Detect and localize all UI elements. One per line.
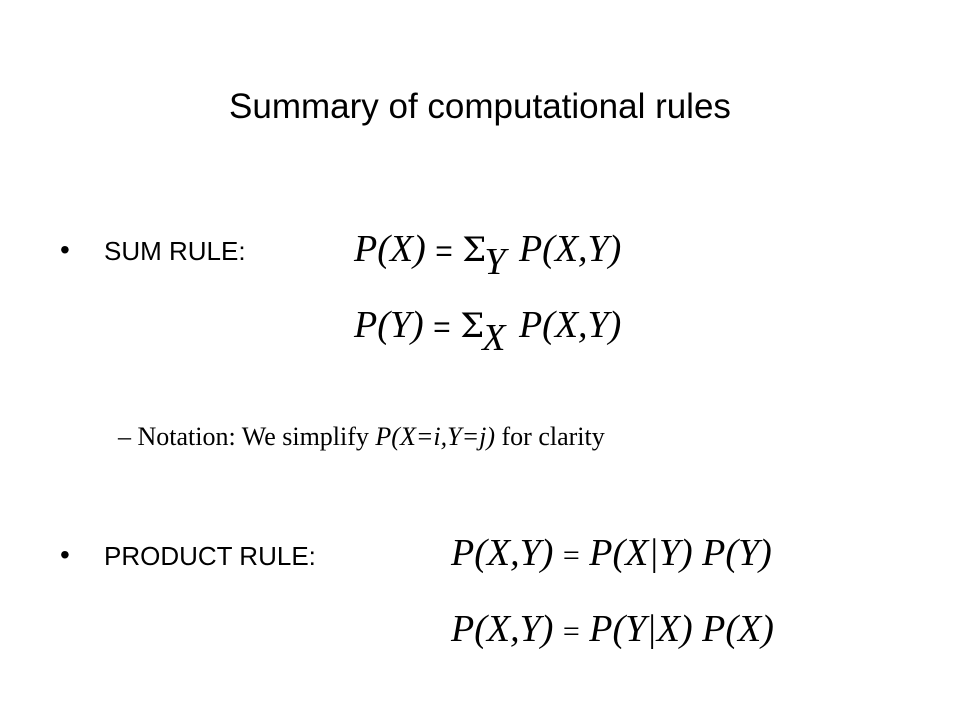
sum-eq1-subscript: Y	[484, 241, 506, 283]
notation-text-before: Notation: We simplify	[137, 422, 369, 451]
sum-eq1-sigma: Σ	[462, 230, 487, 270]
sum-eq2-sigma: Σ	[460, 306, 485, 346]
prod-eq1-equals: =	[562, 539, 580, 572]
prod-eq1-rhs: P(X|Y) P(Y)	[589, 532, 772, 574]
sum-eq2-lhs: P(Y)	[354, 304, 424, 346]
sum-eq1-rhs: P(X,Y)	[518, 228, 622, 270]
notation-line: – Notation: We simplify P(X=i,Y=j) for c…	[118, 424, 605, 450]
notation-text-after: for clarity	[501, 422, 605, 451]
prod-eq1-lhs: P(X,Y)	[451, 532, 554, 574]
bullet-product-rule: •	[60, 539, 70, 570]
sum-rule-equation-2: P(Y) = ΣX P(X,Y)	[354, 304, 622, 357]
sum-eq2-subscript: X	[482, 317, 506, 359]
prod-eq2-equals: =	[562, 615, 580, 648]
bullet-sum-rule: •	[60, 234, 70, 265]
sum-rule-equation-1: P(X) = ΣY P(X,Y)	[354, 228, 622, 281]
sum-rule-label: SUM RULE:	[104, 236, 246, 266]
prod-eq2-rhs: P(Y|X) P(X)	[589, 608, 774, 650]
product-rule-equation-2: P(X,Y) = P(Y|X) P(X)	[451, 610, 774, 648]
sum-eq2-rhs: P(X,Y)	[518, 304, 622, 346]
prod-eq2-lhs: P(X,Y)	[451, 608, 554, 650]
sum-eq1-equals: =	[435, 235, 453, 268]
product-rule-label: PRODUCT RULE:	[104, 541, 316, 571]
sum-eq1-lhs: P(X)	[354, 228, 426, 270]
notation-dash: –	[118, 422, 131, 451]
sum-eq2-equals: =	[433, 311, 451, 344]
slide-title: Summary of computational rules	[229, 87, 731, 126]
product-rule-equation-1: P(X,Y) = P(X|Y) P(Y)	[451, 534, 772, 572]
notation-expression: P(X=i,Y=j)	[375, 422, 495, 451]
